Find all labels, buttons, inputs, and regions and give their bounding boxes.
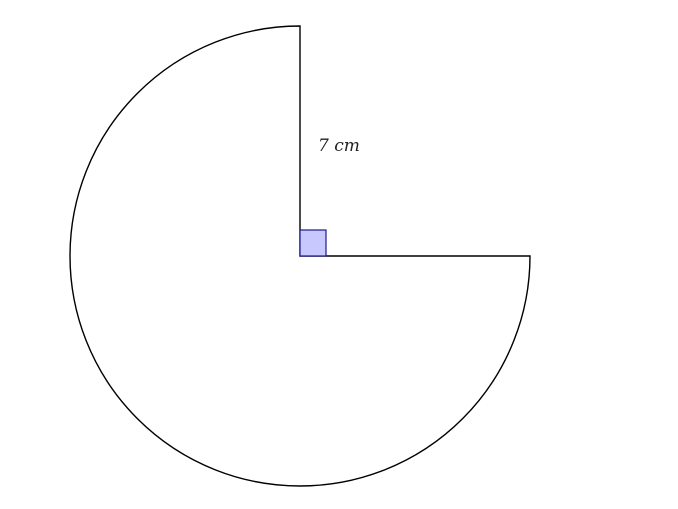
- radius-label: 7 cm: [318, 136, 360, 156]
- right-angle-marker: [299, 229, 327, 257]
- sector-outline: [69, 25, 531, 487]
